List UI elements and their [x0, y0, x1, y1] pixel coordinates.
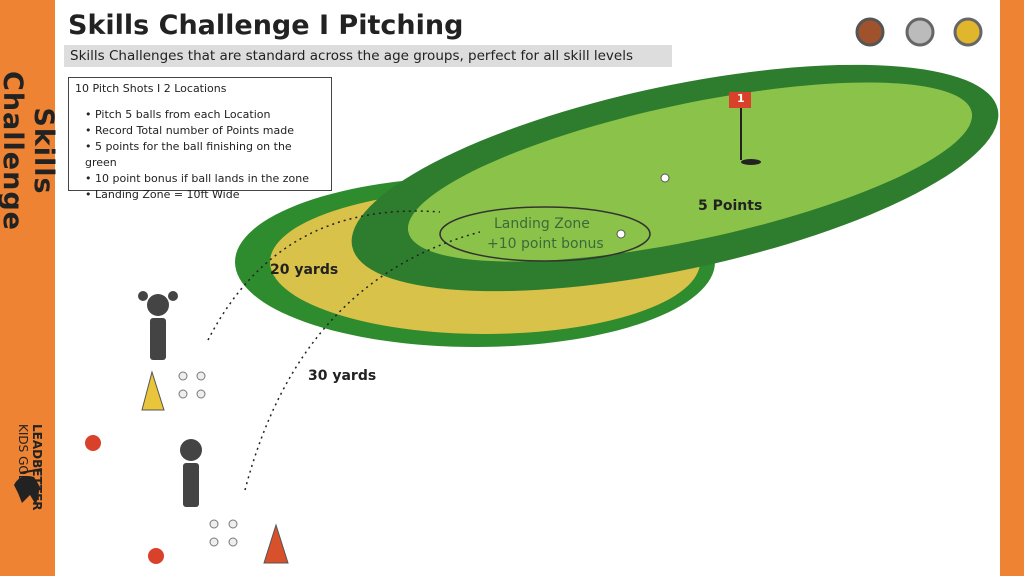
target-marker [85, 435, 101, 451]
right-strip [1000, 0, 1024, 576]
flag-icon [729, 92, 751, 108]
instruction-item: 5 points for the ball finishing on the g… [85, 139, 325, 171]
page-subtitle: Skills Challenges that are standard acro… [64, 45, 672, 67]
ball-group [209, 519, 238, 547]
instruction-item: Pitch 5 balls from each Location [85, 107, 325, 123]
green-points-label: 5 Points [698, 198, 763, 214]
green [407, 82, 973, 262]
golfer-boy-icon [180, 439, 202, 507]
bonus-label: +10 point bonus [487, 236, 604, 252]
golfer-logo-icon [14, 468, 43, 505]
landing-zone [439, 206, 651, 262]
orange-cone-icon [263, 523, 289, 564]
instruction-item: Landing Zone = 10ft Wide [85, 187, 325, 203]
target-marker [148, 548, 164, 564]
ball-group [178, 371, 206, 399]
golfer-girl-icon [138, 291, 178, 360]
distance-far-label: 30 yards [308, 368, 377, 384]
instructions-heading: 10 Pitch Shots I 2 Locations [75, 82, 227, 95]
page-title: Skills Challenge I Pitching [68, 10, 464, 41]
flag-number: 1 [737, 92, 745, 105]
ball [616, 229, 626, 239]
medal-icons [855, 17, 983, 47]
shot-path-far [244, 231, 481, 491]
instruction-item: Record Total number of Points made [85, 123, 325, 139]
yellow-cone-icon [141, 370, 165, 411]
ball [660, 173, 670, 183]
hole [741, 159, 761, 165]
distance-near-label: 20 yards [270, 262, 339, 278]
instruction-item: 10 point bonus if ball lands in the zone [85, 171, 325, 187]
instructions-box: 10 Pitch Shots I 2 Locations Pitch 5 bal… [68, 77, 332, 201]
landing-zone-label: Landing Zone [494, 216, 590, 232]
